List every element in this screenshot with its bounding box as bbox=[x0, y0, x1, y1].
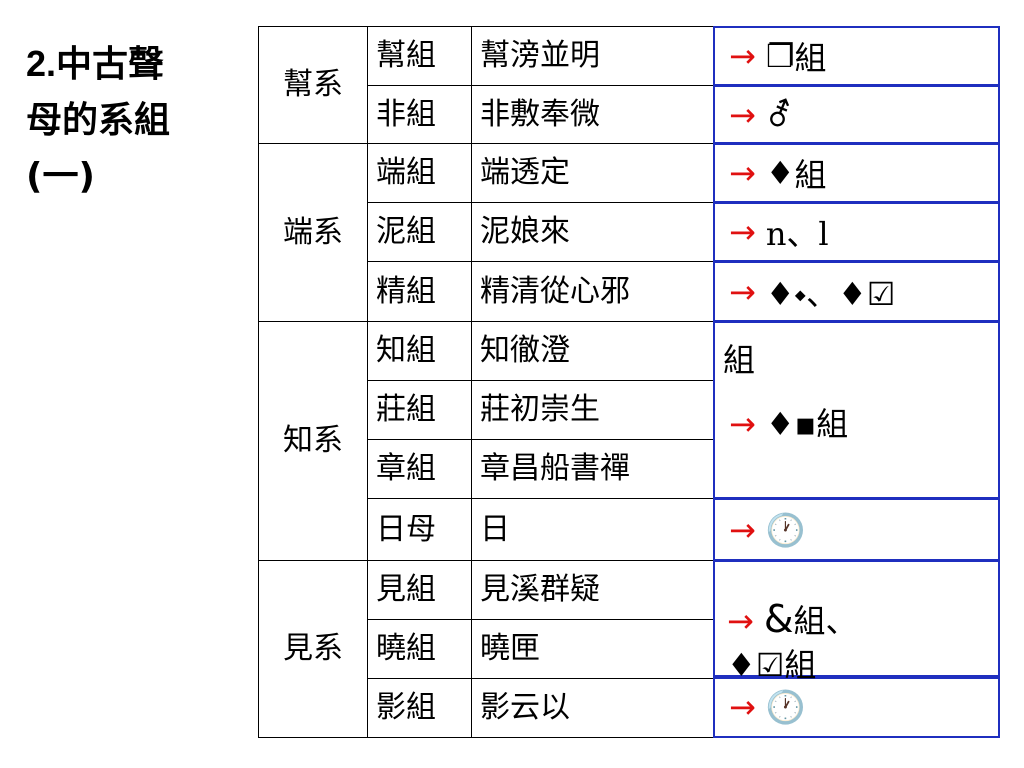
annotation-jian-group bbox=[713, 560, 1000, 679]
arrow-icon: → bbox=[729, 95, 756, 134]
annotation-zhi-group: 組 →♦▪組 bbox=[713, 321, 1000, 499]
chars-cell: 見溪群疑 bbox=[471, 560, 714, 620]
diamond-square-icon: ♦▪ bbox=[765, 405, 817, 443]
chars-cell: 影云以 bbox=[471, 678, 714, 738]
annotation-bang: → ❐ 組 bbox=[713, 26, 1000, 86]
arrow-icon: → bbox=[729, 37, 756, 75]
zu-cell: 曉組 bbox=[367, 619, 472, 679]
arrow-icon: → bbox=[729, 687, 756, 726]
clock-icon: 🕐 bbox=[765, 687, 806, 726]
annotation-ri: → 🕐 bbox=[713, 498, 1000, 561]
zu-cell: 見組 bbox=[367, 560, 472, 620]
diamond-icon: ♦ bbox=[765, 154, 795, 192]
annotation-ni: → n、l bbox=[713, 202, 1000, 262]
annotation-jing: → ♦⬩、♦☑ bbox=[713, 261, 1000, 322]
chars-cell: 端透定 bbox=[471, 143, 714, 203]
zu-cell: 知組 bbox=[367, 321, 472, 381]
arrow-icon: → bbox=[729, 154, 756, 192]
annotation-ying: → 🕐 bbox=[713, 675, 1000, 738]
chars-cell: 精清從心邪 bbox=[471, 261, 714, 322]
zu-cell: 端組 bbox=[367, 143, 472, 203]
title-line-3: (一) bbox=[26, 156, 95, 197]
zu-cell: 幫組 bbox=[367, 26, 472, 86]
title-line-2: 母的系組 bbox=[26, 100, 171, 141]
chars-cell: 知徹澄 bbox=[471, 321, 714, 381]
chars-cell: 日 bbox=[471, 498, 714, 561]
chars-cell: 章昌船書禪 bbox=[471, 439, 714, 499]
arrow-symbol-icon: ⚦ bbox=[765, 95, 793, 134]
ampersand-icon: & bbox=[763, 597, 794, 641]
arrow-icon: → bbox=[727, 602, 754, 640]
group-zhi: 知系 bbox=[258, 321, 368, 561]
zu-cell: 非組 bbox=[367, 85, 472, 144]
clock-icon: 🕐 bbox=[765, 510, 806, 549]
chars-cell: 曉匣 bbox=[471, 619, 714, 679]
arrow-icon: → bbox=[729, 510, 756, 549]
title-line-1: 中古聲 bbox=[56, 44, 165, 85]
box-icon: ❐ bbox=[765, 37, 795, 75]
title-number: 2. bbox=[26, 43, 57, 84]
annotation-fei: → ⚦ bbox=[713, 85, 1000, 144]
group-jian: 見系 bbox=[258, 560, 368, 738]
zu-cell: 影組 bbox=[367, 678, 472, 738]
zu-cell: 莊組 bbox=[367, 380, 472, 440]
group-bang: 幫系 bbox=[258, 26, 368, 144]
chars-cell: 幫滂並明 bbox=[471, 26, 714, 86]
zu-cell: 日母 bbox=[367, 498, 472, 561]
chars-cell: 非敷奉微 bbox=[471, 85, 714, 144]
page-title: 2.中古聲 母的系組 (一) bbox=[26, 36, 216, 205]
group-duan: 端系 bbox=[258, 143, 368, 322]
chars-cell: 泥娘來 bbox=[471, 202, 714, 262]
arrow-icon: → bbox=[729, 272, 756, 311]
zu-cell: 精組 bbox=[367, 261, 472, 322]
arrow-icon: → bbox=[729, 213, 756, 251]
annotation-jian-text: →&組、 ♦☑組 bbox=[727, 597, 858, 684]
annotation-duan: → ♦ 組 bbox=[713, 143, 1000, 203]
arrow-icon: → bbox=[729, 405, 756, 443]
zu-cell: 泥組 bbox=[367, 202, 472, 262]
chars-cell: 莊初崇生 bbox=[471, 380, 714, 440]
zu-cell: 章組 bbox=[367, 439, 472, 499]
